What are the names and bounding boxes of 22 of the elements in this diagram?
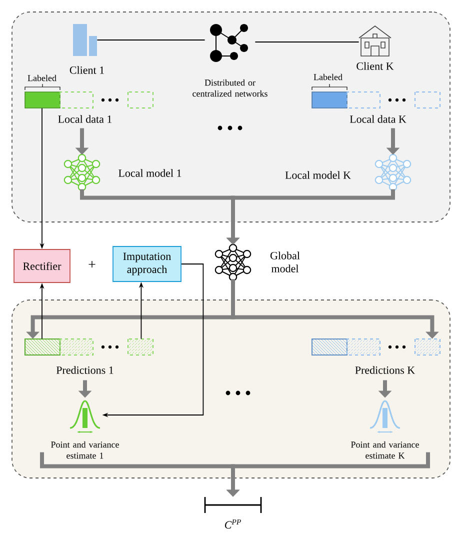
node-label: Client 1: [70, 66, 104, 74]
data-bar: [312, 338, 348, 356]
node-label: C$^{PP}$: [225, 519, 241, 529]
node-label: Point and variance estimate 1: [51, 441, 119, 459]
process-box: Imputation approach: [112, 246, 182, 282]
node-label: Client K: [356, 62, 394, 70]
node-label: Labeled: [314, 74, 342, 80]
node-label: Local data 1: [58, 115, 112, 123]
node-label: Point and variance estimate K: [351, 441, 419, 459]
data-bar: [24, 338, 60, 356]
plus-sign: +: [88, 261, 96, 268]
process-box: Rectifier: [14, 249, 70, 283]
node-label: Distributed or centralized networks: [192, 79, 268, 97]
node-label: Local model K: [285, 171, 351, 179]
node-label: Predictions K: [355, 366, 415, 374]
node-label: Global model: [270, 252, 300, 272]
dashed-panel: [12, 12, 450, 222]
node-label: Local data K: [350, 115, 406, 123]
node-label: Local model 1: [118, 169, 182, 177]
node-label: Predictions 1: [56, 366, 114, 374]
dashed-panel: [12, 300, 450, 478]
node-label: Labeled: [28, 74, 56, 82]
